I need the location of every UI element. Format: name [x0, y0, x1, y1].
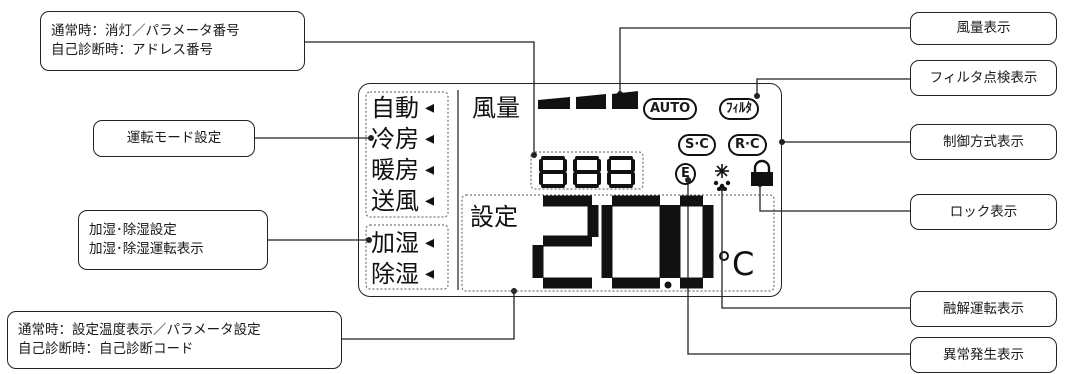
- leader-param: [305, 41, 535, 155]
- param-digit-3: [607, 156, 635, 188]
- error-badge: E: [675, 163, 696, 185]
- sc-badge: S·C: [678, 134, 716, 156]
- mode-dehumidify-label: 除湿: [371, 260, 419, 288]
- temp-digit-2: [532, 195, 599, 289]
- callout-temperature-line2: 自己診断時：自己診断コード: [18, 341, 194, 357]
- callout-filter-check-label: フィルタ点検表示: [929, 69, 1038, 86]
- callout-operation-mode: 運転モード設定: [93, 120, 255, 157]
- mode-cool-arrow-icon: ◂: [425, 128, 435, 149]
- mode-cool-label: 冷房: [371, 125, 419, 153]
- callout-control-method-label: 制御方式表示: [943, 133, 1024, 150]
- lock-icon: [751, 159, 773, 186]
- mode-auto-arrow-icon: ◂: [425, 97, 435, 118]
- callout-error-label: 異常発生表示: [943, 346, 1024, 363]
- filter-badge: ﾌｨﾙﾀ: [719, 98, 759, 120]
- defrost-icon: [713, 164, 731, 192]
- fan-speed-bars: [538, 91, 638, 109]
- leader-fan: [619, 27, 910, 94]
- dashed-groups: [365, 91, 775, 292]
- callout-defrost: 融解運転表示: [910, 291, 1057, 327]
- leader-lines: [255, 27, 910, 355]
- leader-filter: [756, 78, 910, 96]
- leader-temp: [342, 291, 515, 340]
- callout-param-line1: 通常時：消灯／パラメータ番号: [51, 23, 240, 39]
- mode-fan-arrow-icon: ◂: [425, 190, 435, 211]
- callout-humidify-setting: 加湿･除湿設定 加湿･除湿運転表示: [78, 210, 268, 270]
- set-label: 設定: [470, 203, 518, 231]
- mode-heat-label: 暖房: [371, 156, 419, 184]
- decimal-point-icon: [664, 281, 672, 289]
- callout-param-number: 通常時：消灯／パラメータ番号 自己診断時：アドレス番号: [40, 11, 305, 71]
- param-digits: [539, 156, 635, 188]
- param-digit-outline: [530, 151, 644, 190]
- callout-control-method: 制御方式表示: [910, 124, 1057, 160]
- leader-defrost: [721, 188, 910, 309]
- callout-fan-display: 風量表示: [910, 12, 1057, 45]
- callout-temperature: 通常時：設定温度表示／パラメータ設定 自己診断時：自己診断コード: [7, 311, 342, 369]
- callout-temperature-line1: 通常時：設定温度表示／パラメータ設定: [18, 322, 261, 338]
- callout-lock: ロック表示: [910, 194, 1057, 230]
- param-digit-2: [573, 156, 601, 188]
- callout-fan-display-label: 風量表示: [956, 20, 1011, 36]
- mode-heat-arrow-icon: ◂: [425, 159, 435, 180]
- mode-dehumidify-arrow-icon: ◂: [425, 263, 435, 284]
- leader-lock: [759, 184, 910, 212]
- temp-digits: [532, 195, 714, 289]
- callout-humidify-line2: 加湿･除湿運転表示: [89, 241, 204, 257]
- fan-bar-3: [612, 91, 638, 109]
- callout-param-line2: 自己診断時：アドレス番号: [51, 42, 213, 58]
- temp-digit-outline: [461, 194, 775, 292]
- rc-badge: R·C: [728, 134, 767, 156]
- leader-error: [687, 180, 910, 355]
- mode-fan-label: 送風: [371, 187, 419, 215]
- fan-label: 風量: [472, 94, 520, 122]
- mode-group-outline: [365, 91, 449, 218]
- temp-digit-0-first: [601, 195, 671, 289]
- mode-auto-label: 自動: [371, 94, 419, 122]
- callout-error: 異常発生表示: [910, 337, 1057, 373]
- mode-humidify-arrow-icon: ◂: [425, 232, 435, 253]
- temp-digit-0-second: [669, 195, 714, 289]
- callout-filter-check: フィルタ点検表示: [910, 60, 1057, 96]
- callout-operation-mode-label: 運転モード設定: [126, 130, 222, 146]
- callout-humidify-line1: 加湿･除湿設定: [89, 222, 177, 238]
- fan-bar-1: [538, 97, 570, 109]
- callout-lock-label: ロック表示: [949, 203, 1018, 220]
- mode-humidify-label: 加湿: [371, 229, 419, 257]
- fan-bar-2: [576, 94, 606, 109]
- humid-group-outline: [365, 224, 449, 290]
- auto-badge: AUTO: [643, 98, 698, 120]
- param-digit-1: [539, 156, 567, 188]
- callout-defrost-label: 融解運転表示: [943, 300, 1024, 317]
